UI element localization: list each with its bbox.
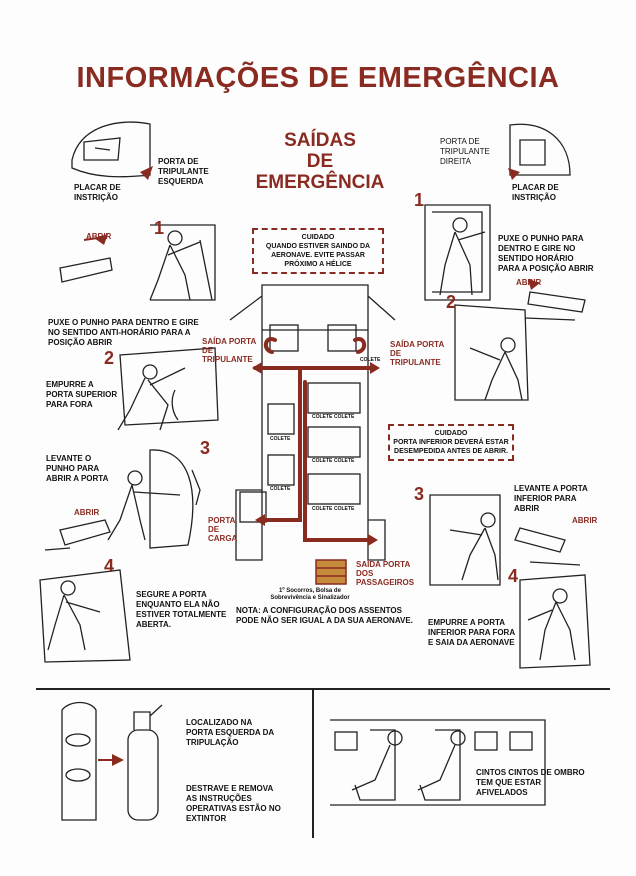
left-door-handle-illustration xyxy=(71,121,151,178)
right-handle-illustration xyxy=(524,291,586,321)
survival-kit-label: 1º Socorros, Bolsa de Sobrevivência e Si… xyxy=(270,588,350,601)
exit-route-arrows xyxy=(253,337,377,542)
cargo-door-label: PORTA DE CARGA xyxy=(208,516,238,543)
section-divider xyxy=(36,688,610,690)
step-number-1-right: 1 xyxy=(414,190,425,210)
vest-label: COLETE xyxy=(360,357,381,363)
section-subtitle: SAÍDAS DE EMERGÊNCIA xyxy=(240,130,400,193)
right-step1-illustration xyxy=(424,204,491,301)
left-door-label: PORTA DE TRIPULANTE ESQUERDA xyxy=(158,157,209,186)
left-handle2-illustration xyxy=(44,519,111,551)
right-step4-illustration xyxy=(519,574,591,669)
vest-label: COLETE xyxy=(312,458,333,464)
step-number-3: 3 xyxy=(200,438,211,458)
right-step2-illustration xyxy=(454,304,529,401)
left-abrir-label-1: ABRIR xyxy=(86,232,112,241)
vest-label: COLETE xyxy=(270,436,291,442)
aircraft-floor-plan xyxy=(229,284,396,561)
section-divider-vertical xyxy=(312,688,314,838)
exit-right-label: SAÍDA PORTA DE TRIPULANTE xyxy=(390,340,444,367)
first-aid-kit xyxy=(315,559,347,585)
step-number-2-right: 2 xyxy=(446,292,457,312)
vest-label: COLETE xyxy=(334,458,355,464)
page-title: INFORMAÇÕES DE EMERGÊNCIA xyxy=(76,62,560,94)
vest-label: COLETE xyxy=(334,506,355,512)
right-step4-text: EMPURRE A PORTA INFERIOR PARA FORA E SAI… xyxy=(428,618,515,647)
right-door-label: PORTA DE TRIPULANTE DIREITA xyxy=(440,137,490,166)
caution-heading: CUIDADO xyxy=(434,430,468,437)
exit-left-label: SAÍDA PORTA DE TRIPULANTE xyxy=(202,337,256,364)
step-number-3-right: 3 xyxy=(414,484,425,504)
left-abrir-label-2: ABRIR xyxy=(74,508,100,517)
left-step1-text: PUXE O PUNHO PARA DENTRO E GIRE NO SENTI… xyxy=(48,318,199,347)
vest-label: COLETE xyxy=(270,486,291,492)
step-number-2: 2 xyxy=(104,348,115,368)
right-door-handle-illustration xyxy=(509,123,571,176)
caution-lower-door: CUIDADO PORTA INFERIOR DEVERÁ ESTAR DESE… xyxy=(388,424,514,461)
step-number-1: 1 xyxy=(154,218,165,238)
right-abrir-label-2: ABRIR xyxy=(572,516,598,525)
left-step1-illustration xyxy=(59,224,216,301)
arrowheads xyxy=(94,166,540,766)
arrow-shafts xyxy=(83,236,116,761)
extinguisher-instruction-text: DESTRAVE E REMOVA AS INSTRUÇÕES OPERATIV… xyxy=(186,784,281,823)
left-step4-illustration xyxy=(39,569,131,663)
left-step3-text: LEVANTE O PUNHO PARA ABRIR A PORTA xyxy=(46,454,109,483)
caution-text: QUANDO ESTIVER SAINDO DA AERONAVE. EVITE… xyxy=(265,243,371,268)
extinguisher-location-text: LOCALIZADO NA PORTA ESQUERDA DA TRIPULAÇ… xyxy=(186,718,274,747)
extinguisher-illustration xyxy=(127,704,163,821)
left-placard-label: PLACAR DE INSTRIÇÃO xyxy=(74,183,121,202)
vest-label: COLETE xyxy=(312,506,333,512)
left-step2-text: EMPURRE A PORTA SUPERIOR PARA FORA xyxy=(46,380,118,409)
right-placard-label: PLACAR DE INSTRIÇÃO xyxy=(512,183,559,202)
subtitle-line-2: DE xyxy=(306,151,334,172)
right-step1-text: PUXE O PUNHO PARA DENTRO E GIRE NO SENTI… xyxy=(498,234,594,273)
subtitle-line-1: SAÍDAS xyxy=(284,130,356,151)
caution-propeller: CUIDADO QUANDO ESTIVER SAINDO DA AERONAV… xyxy=(252,228,384,274)
right-handle2-illustration xyxy=(514,527,581,566)
left-step2-illustration xyxy=(117,347,219,431)
right-step3-text: LEVANTE A PORTA INFERIOR PARA ABRIR xyxy=(514,484,588,513)
caution-heading: CUIDADO xyxy=(301,234,335,241)
seatbelt-text: CINTOS CINTOS DE OMBRO TEM QUE ESTAR AFI… xyxy=(476,768,585,797)
extinguisher-door-illustration xyxy=(61,701,97,821)
left-step3-illustration xyxy=(107,449,201,549)
caution-text: PORTA INFERIOR DEVERÁ ESTAR DESEMPEDIDA … xyxy=(393,439,509,455)
step-number-4: 4 xyxy=(104,556,115,576)
vest-label: COLETE xyxy=(334,414,355,420)
step-number-4-right: 4 xyxy=(508,566,519,586)
seating-note: NOTA: A CONFIGURAÇÃO DOS ASSENTOS PODE N… xyxy=(236,606,413,625)
vest-label: COLETE xyxy=(312,414,333,420)
seats-illustration xyxy=(330,719,546,806)
right-step3-illustration xyxy=(429,494,501,586)
subtitle-line-3: EMERGÊNCIA xyxy=(255,172,385,193)
left-step4-text: SEGURE A PORTA ENQUANTO ELA NÃO ESTIVER … xyxy=(136,590,227,629)
passenger-door-label: SAÍDA PORTA DOS PASSAGEIROS xyxy=(356,560,415,587)
right-abrir-label-1: ABRIR xyxy=(516,278,542,287)
